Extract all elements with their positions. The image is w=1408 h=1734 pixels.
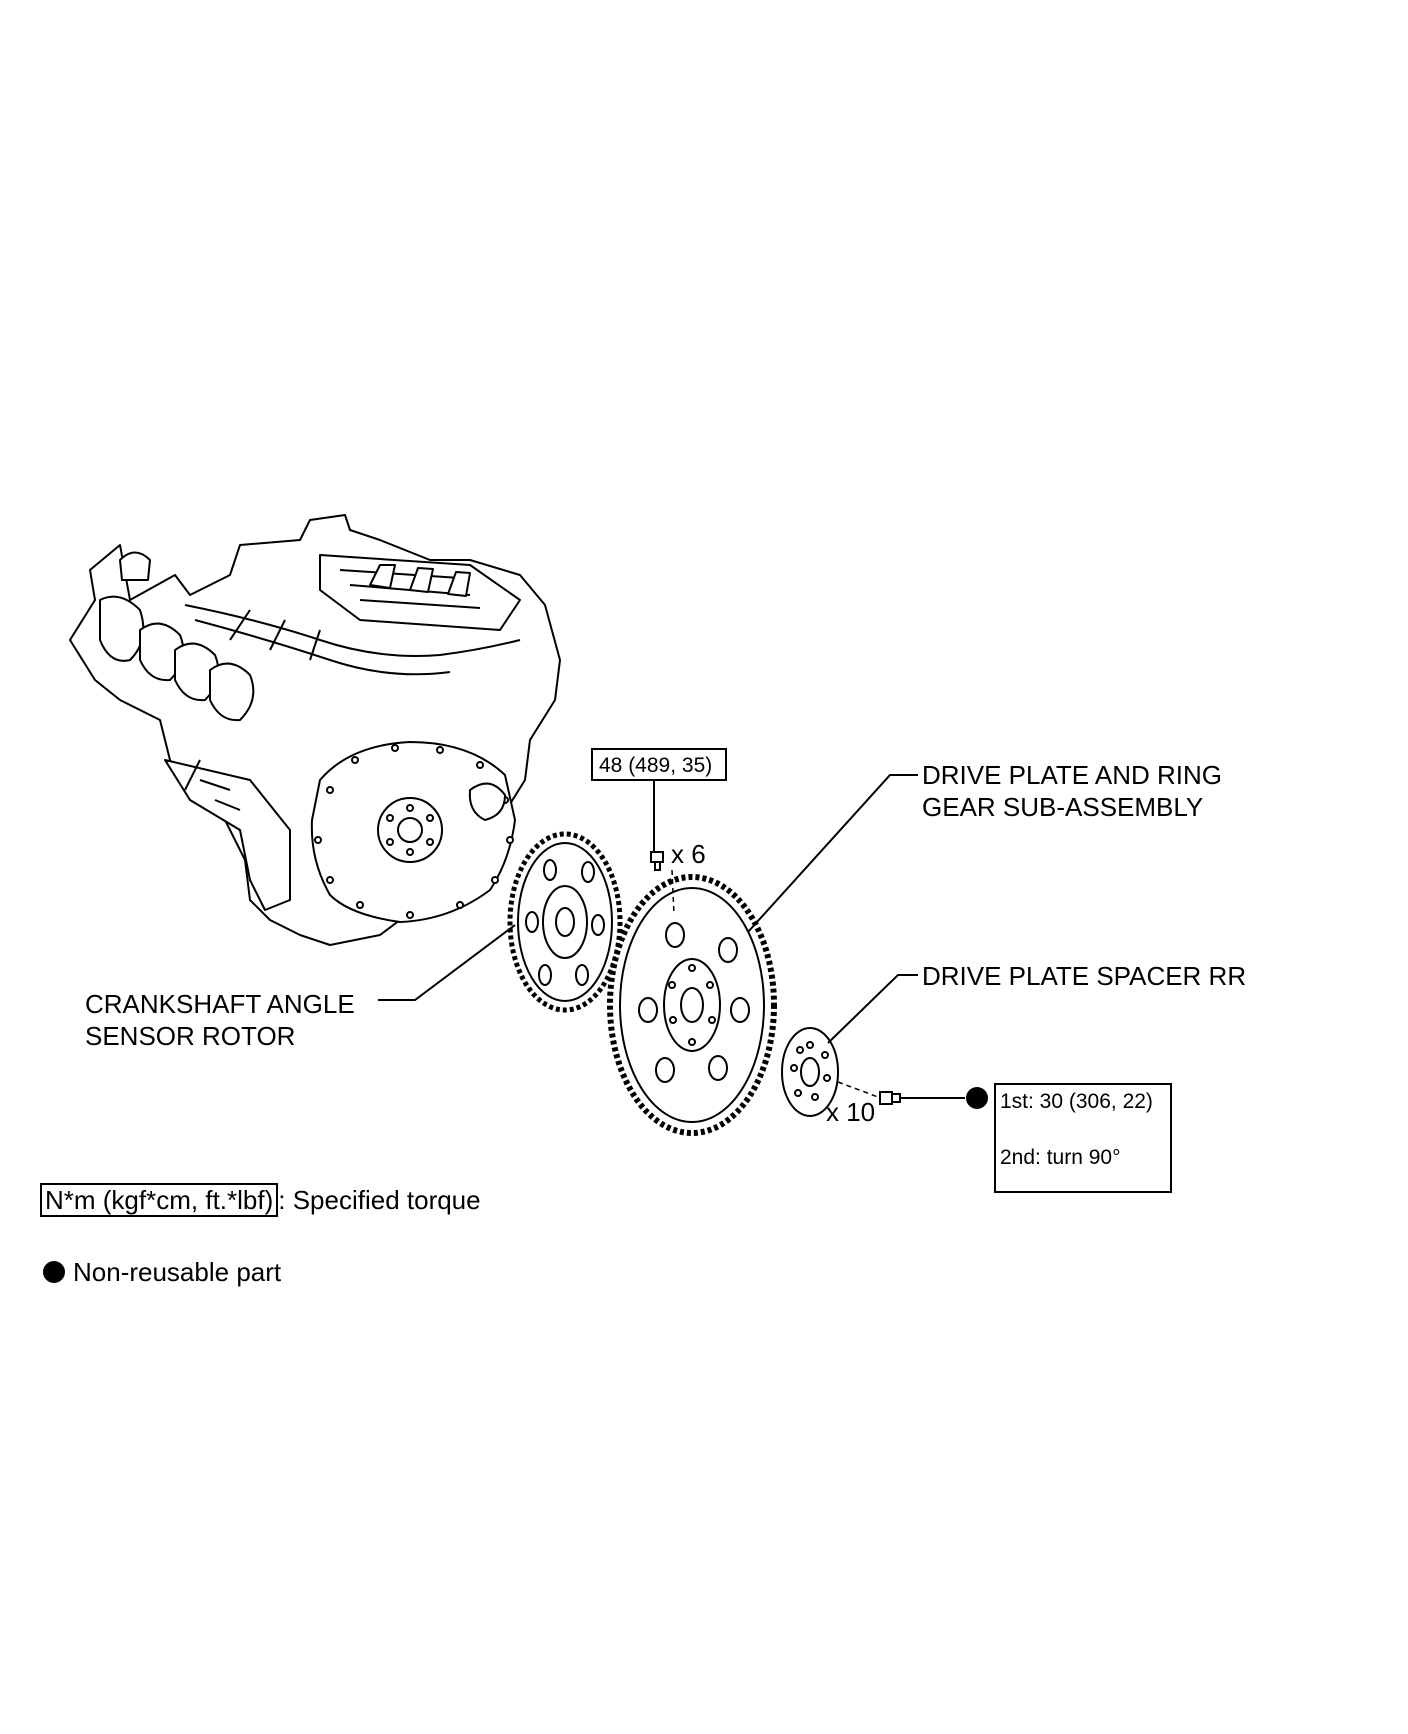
drive-plate-label-line1: DRIVE PLATE AND RING: [922, 760, 1223, 790]
spacer-bolt-drawing: [879, 1091, 901, 1105]
crankshaft-sensor-rotor-drawing: [507, 831, 623, 1013]
spacer-torque-1st: 1st: 30 (306, 22): [1000, 1090, 1153, 1113]
legend-torque: N*m (kgf*cm, ft.*lbf): Specified torque: [40, 1183, 481, 1217]
crankshaft-rotor-label-line2: SENSOR ROTOR: [85, 1021, 296, 1051]
drive-plate-bolt-dashed-line: [671, 869, 675, 916]
drive-plate-label: DRIVE PLATE AND RING GEAR SUB-ASSEMBLY: [922, 759, 1222, 823]
drive-plate-spacer-drawing: [781, 1027, 839, 1117]
spacer-bolt-qty: x 10: [826, 1097, 876, 1127]
drive-plate-leader: [747, 774, 918, 933]
drive-plate-bolt-drawing: [650, 851, 664, 871]
engine-block-drawing: [69, 514, 561, 946]
drive-plate-torque-value: 48 (489, 35): [599, 754, 713, 777]
leader-lines: [378, 774, 965, 1099]
drive-plate-bolt-qty: x 6: [671, 839, 706, 869]
drive-plate-ring-gear-drawing: [607, 874, 777, 1136]
spacer-leader: [827, 974, 918, 1044]
spacer-label: DRIVE PLATE SPACER RR: [922, 961, 1247, 991]
non-reusable-marker: [966, 1087, 988, 1109]
legend-torque-text: : Specified torque: [278, 1185, 481, 1215]
crankshaft-rotor-label-line1: CRANKSHAFT ANGLE: [85, 989, 355, 1019]
drive-plate-label-line2: GEAR SUB-ASSEMBLY: [922, 792, 1204, 822]
crankshaft-rotor-label: CRANKSHAFT ANGLE SENSOR ROTOR: [85, 988, 355, 1052]
spacer-torque-box: 1st: 30 (306, 22) 2nd: turn 90°: [994, 1083, 1172, 1193]
legend-non-reusable: Non-reusable part: [73, 1257, 282, 1287]
spacer-bolt-dashed-line: [837, 1081, 879, 1098]
legend-non-reusable-marker: [43, 1261, 65, 1283]
crankshaft-rotor-leader: [378, 924, 516, 1001]
spacer-torque-2nd: 2nd: turn 90°: [1000, 1146, 1121, 1169]
drive-plate-torque-box: 48 (489, 35): [591, 748, 727, 781]
legend-torque-unit-box: N*m (kgf*cm, ft.*lbf): [40, 1183, 279, 1217]
